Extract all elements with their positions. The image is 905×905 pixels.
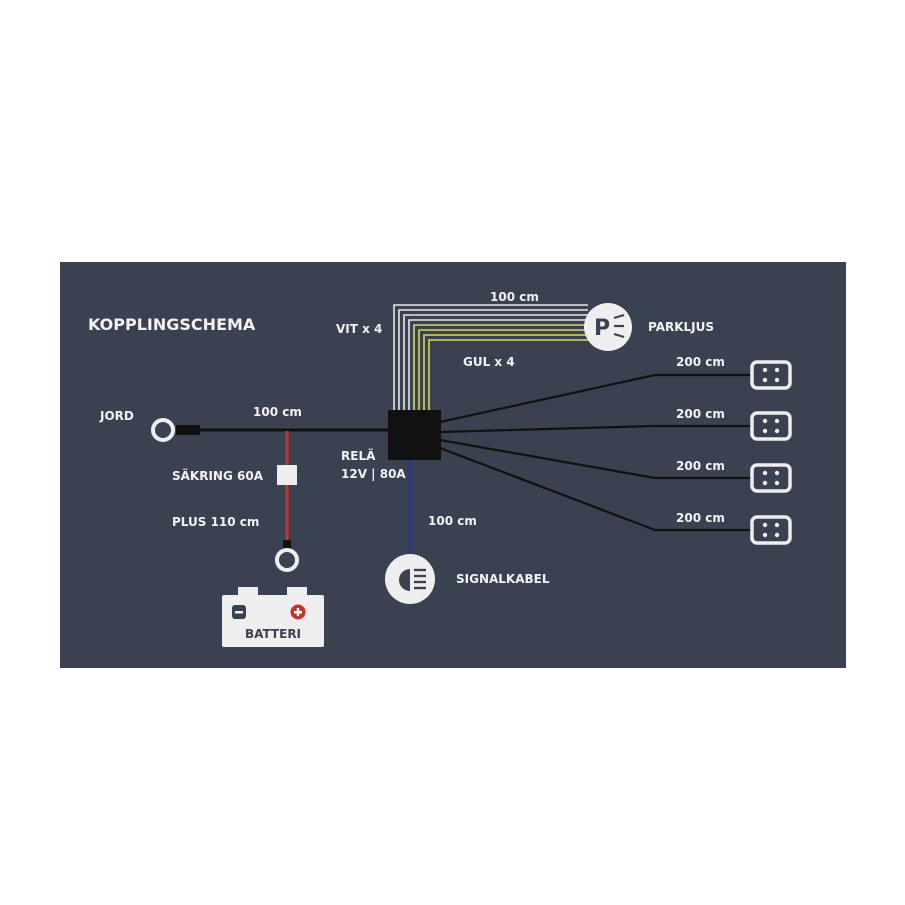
connector-plug-icon-4 [750, 515, 792, 545]
headlight-icon [385, 554, 435, 604]
connector-plug-icon-1 [750, 360, 792, 390]
plus-ring-terminal-icon [275, 548, 299, 572]
output-3-length: 200 cm [676, 459, 725, 473]
ground-length-label: 100 cm [253, 405, 302, 419]
yellow-wires-label: GUL x 4 [463, 355, 515, 369]
parking-length-label: 100 cm [490, 290, 539, 304]
connector-plug-icon-2 [750, 411, 792, 441]
ring-terminal-icon [151, 418, 175, 442]
parking-light-icon: P [584, 303, 632, 351]
output-4-length: 200 cm [676, 511, 725, 525]
white-wires-label: VIT x 4 [336, 322, 382, 336]
svg-text:P: P [594, 316, 610, 341]
battery-icon [222, 587, 324, 647]
white-wire-bundle [393, 304, 588, 411]
relay-name-label: RELÄ [341, 448, 376, 463]
output-2-length: 200 cm [676, 407, 725, 421]
relay-spec-label: 12V | 80A [341, 467, 406, 481]
output-1-length: 200 cm [676, 355, 725, 369]
output-wires [439, 373, 755, 532]
plus-terminal-crimp [283, 540, 291, 550]
relay-box-icon [388, 410, 441, 460]
fuse-icon [277, 465, 297, 485]
yellow-wire-bundle [413, 324, 588, 411]
signal-label: SIGNALKABEL [456, 572, 550, 586]
connector-plug-icon-3 [750, 463, 792, 493]
parking-label: PARKLJUS [648, 320, 714, 334]
plus-label: PLUS 110 cm [172, 515, 259, 529]
ground-terminal-crimp [176, 425, 200, 435]
signal-length-label: 100 cm [428, 514, 477, 528]
ground-label: JORD [99, 409, 134, 423]
battery-label: BATTERI [245, 627, 301, 641]
fuse-label: SÄKRING 60A [172, 468, 264, 483]
diagram-title: KOPPLINGSCHEMA [88, 315, 256, 334]
